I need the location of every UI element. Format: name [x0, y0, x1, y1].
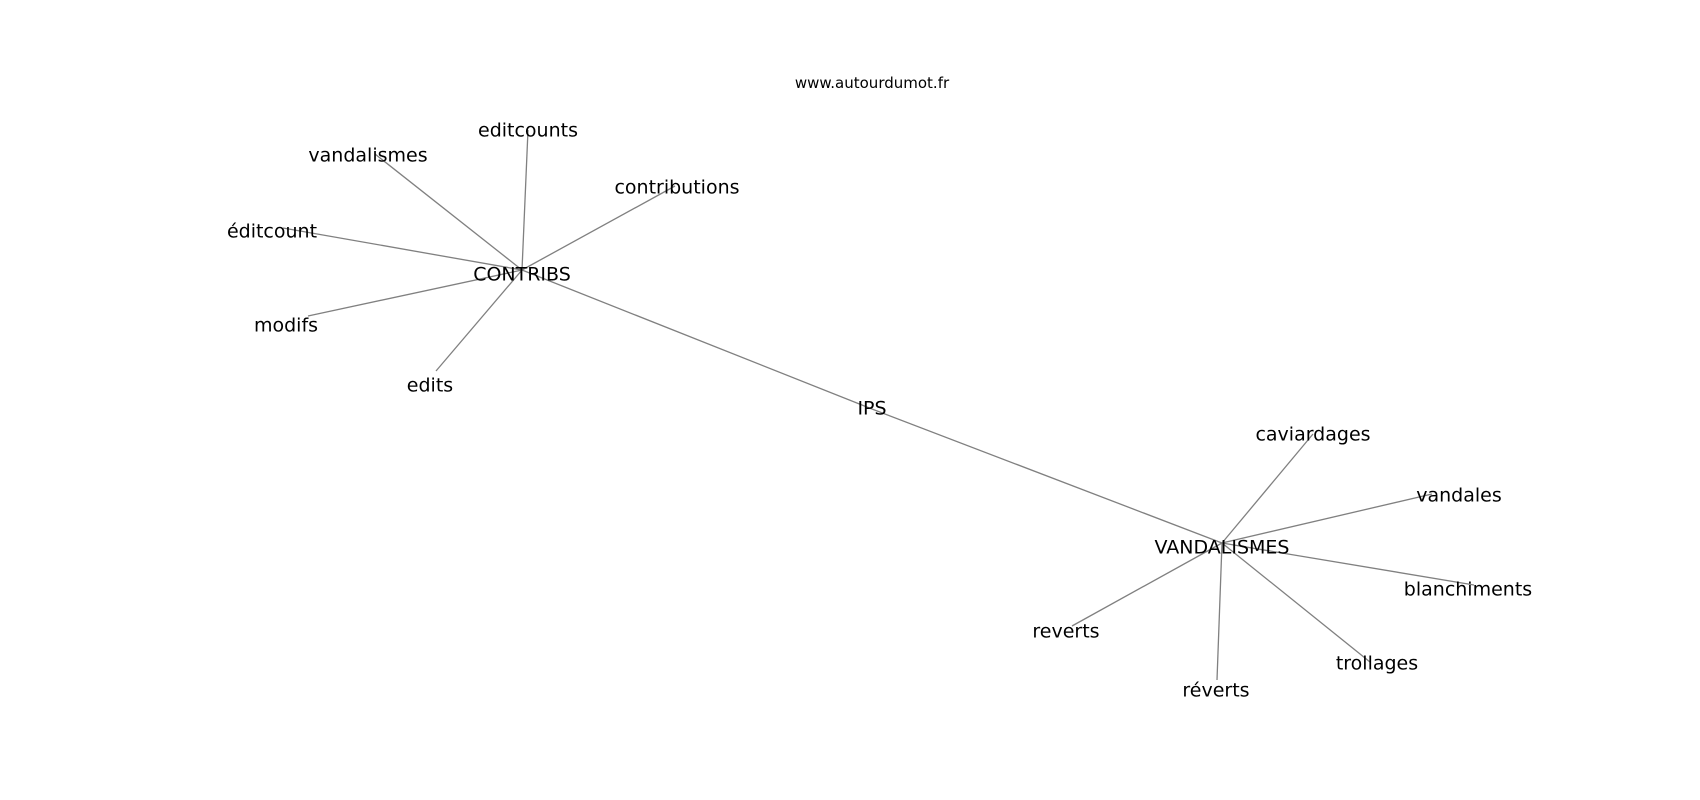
edge-vandalismes_hub-reverts — [1071, 542, 1223, 627]
node-label-ips: IPS — [857, 398, 886, 420]
edge-contribs-vandalismes — [374, 153, 523, 271]
node-label-blanchiments: blanchiments — [1404, 579, 1532, 601]
edge-vandalismes_hub-blanchiments — [1221, 542, 1475, 586]
node-label-editcount-fr: éditcount — [227, 221, 317, 243]
node-label-contribs: CONTRIBS — [473, 264, 571, 286]
edge-contribs-editcounts — [521, 129, 529, 271]
edge-contribs-ips — [521, 269, 873, 410]
node-label-editcounts: editcounts — [478, 120, 578, 142]
node-label-vandalismes-hub: VANDALISMES — [1155, 537, 1290, 559]
edge-contribs-editcount_fr — [282, 227, 523, 271]
node-label-vandales: vandales — [1416, 485, 1502, 507]
node-label-reverts: reverts — [1032, 621, 1099, 643]
edge-vandalismes_hub-vandales — [1221, 493, 1433, 544]
node-label-modifs: modifs — [254, 315, 318, 337]
node-label-trollages: trollages — [1336, 653, 1418, 675]
edge-contribs-edits — [435, 269, 523, 372]
node-label-caviardages: caviardages — [1255, 424, 1370, 446]
edge-ips-vandalismes_hub — [871, 408, 1223, 544]
edge-contribs-modifs — [307, 269, 523, 317]
nodes-layer: IPS CONTRIBS VANDALISMES editcounts vandalis… — [227, 120, 1532, 702]
edge-vandalismes_hub-trollages — [1221, 542, 1371, 663]
node-label-edits: edits — [407, 375, 453, 397]
edge-vandalismes_hub-reverts_fr — [1216, 542, 1223, 681]
node-label-vandalismes: vandalismes — [308, 145, 427, 167]
edge-contribs-contributions — [521, 185, 676, 271]
edges-layer — [282, 129, 1475, 681]
watermark-text: www.autourdumot.fr — [795, 74, 950, 92]
node-label-reverts-fr: réverts — [1182, 680, 1249, 702]
node-label-contributions: contributions — [614, 177, 739, 199]
edge-vandalismes_hub-caviardages — [1221, 433, 1314, 544]
